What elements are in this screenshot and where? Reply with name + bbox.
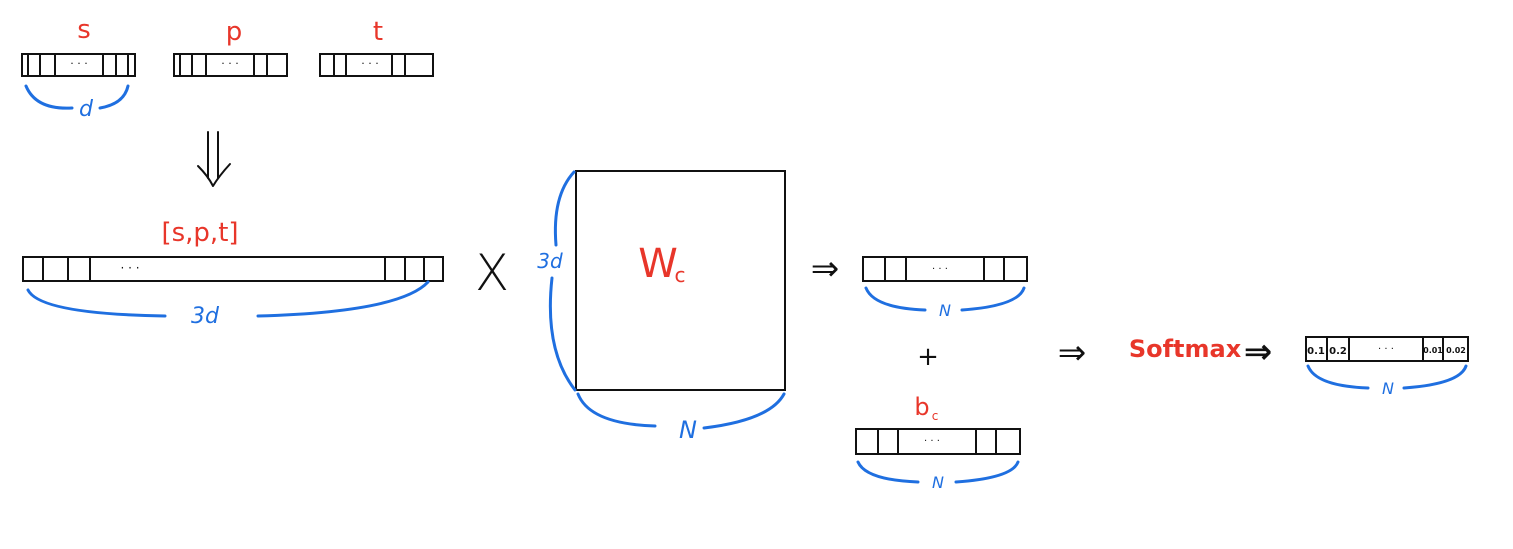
product-bracket-left: [864, 286, 927, 312]
output-bracket-left: [1306, 364, 1370, 390]
bias-ellipsis: · · ·: [924, 436, 940, 447]
3d-bracket-right: [256, 280, 430, 318]
bias-vector: · · ·: [855, 428, 1021, 455]
output-cell-0: 0.1: [1307, 346, 1325, 357]
concat-vector: · · ·: [22, 256, 444, 282]
softmax-label: Softmax: [1129, 335, 1242, 363]
matrix-wc: [575, 170, 786, 391]
plus-operator: +: [917, 342, 939, 372]
times-operator: X: [475, 244, 509, 302]
matrix-width-bracket-left: [576, 392, 657, 428]
output-cell-3: 0.02: [1446, 346, 1466, 355]
matrix-height-bracket-top: [553, 170, 576, 247]
implies-arrow-2: ⇒: [1058, 333, 1087, 373]
product-size-label: N: [939, 301, 951, 320]
output-cell-1: 0.2: [1329, 346, 1347, 357]
s-label: s: [77, 15, 91, 45]
output-bracket-right: [1402, 364, 1468, 390]
d-bracket-right: [98, 84, 130, 110]
bias-subscript: c: [932, 409, 939, 423]
bias-size-label: N: [932, 473, 944, 492]
output-cell-2: 0.01: [1423, 346, 1443, 355]
product-vector: · · ·: [862, 256, 1028, 282]
bias-label: b: [914, 393, 929, 421]
d-label: d: [79, 97, 94, 122]
implies-arrow-3: ⇒: [1244, 332, 1273, 372]
vector-s-ellipsis: · · ·: [70, 57, 87, 70]
concat-size-label: 3d: [191, 304, 220, 329]
vector-t: · · ·: [319, 53, 434, 77]
down-double-arrow-icon: [197, 131, 231, 187]
product-bracket-right: [960, 286, 1026, 312]
matrix-width-label: N: [679, 416, 697, 444]
matrix-label: W: [638, 241, 678, 287]
concat-ellipsis: · · ·: [120, 261, 139, 275]
implies-arrow-1: ⇒: [811, 249, 840, 289]
bias-bracket-right: [954, 460, 1020, 484]
t-label: t: [373, 17, 383, 47]
vector-p: · · ·: [173, 53, 288, 77]
output-ellipsis: · · ·: [1378, 344, 1394, 355]
matrix-height-bracket-bottom: [548, 276, 577, 392]
vector-t-ellipsis: · · ·: [361, 57, 378, 70]
d-bracket-left: [24, 84, 74, 110]
vector-p-ellipsis: · · ·: [221, 57, 238, 70]
product-ellipsis: · · ·: [932, 264, 948, 275]
3d-bracket-left: [26, 288, 167, 318]
matrix-subscript: c: [675, 263, 686, 287]
output-size-label: N: [1382, 379, 1394, 398]
vector-s: · · ·: [21, 53, 136, 77]
bias-bracket-left: [856, 460, 920, 484]
matrix-height-label: 3d: [537, 249, 563, 273]
p-label: p: [226, 17, 243, 47]
output-vector: 0.1 0.2 · · · 0.01 0.02: [1305, 336, 1469, 362]
concat-label: [s,p,t]: [161, 218, 238, 248]
matrix-width-bracket-right: [702, 392, 786, 430]
